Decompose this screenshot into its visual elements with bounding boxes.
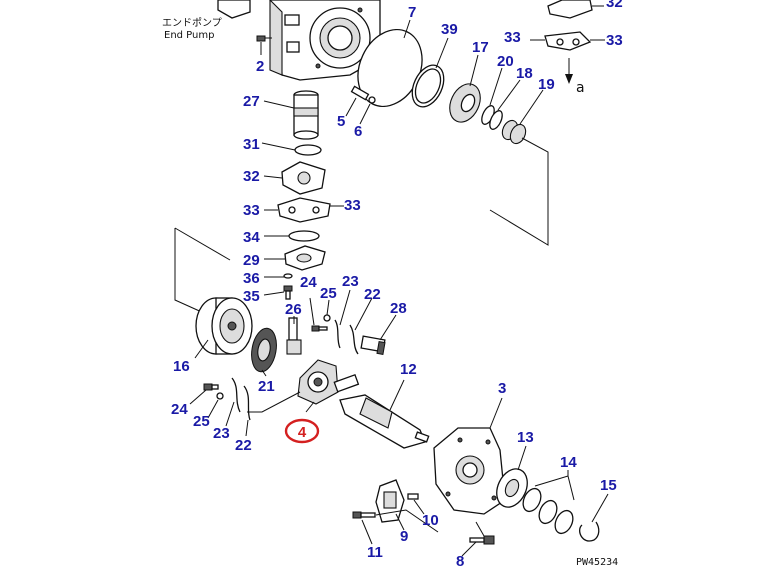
gear-plate-21 [251,327,277,373]
ring-14a [522,487,542,513]
callout-34: 34 [243,229,260,246]
callout-39: 39 [441,21,458,38]
o-ring-34 [288,230,320,242]
callout-24-upper: 24 [300,274,317,291]
bearing-13 [496,468,528,508]
callout-12: 12 [400,361,417,378]
rotor-16 [195,297,253,355]
callout-14: 14 [560,454,577,471]
flange-29 [284,245,326,271]
highlight-ring [284,418,320,444]
plate-33-mid [277,197,331,223]
clip-22-lower [243,385,251,421]
callout-15: 15 [600,477,617,494]
ring-14b [538,499,558,525]
highlight-callout-4[interactable]: 4 [284,418,320,444]
sleeve-27 [293,90,319,140]
marker-a: a [576,80,585,96]
callout-11: 11 [367,544,383,561]
callout-23-lower: 23 [213,425,230,442]
seal-19 [501,119,527,145]
callout-4: 4 [298,424,307,441]
callout-22-upper: 22 [364,286,381,303]
ring-31 [294,144,322,156]
block-9 [375,479,405,523]
callout-20: 20 [497,53,514,70]
pin-10 [407,493,419,500]
callout-28: 28 [390,300,407,317]
callout-3: 3 [498,380,506,397]
callout-33-mid-left: 33 [243,202,260,219]
stopper-28 [360,335,386,356]
callout-18: 18 [516,65,533,82]
callout-36: 36 [243,270,260,287]
callout-31: 31 [243,136,260,153]
callout-35: 35 [243,288,260,305]
callout-21: 21 [258,378,275,395]
top-left-bracket [217,0,251,19]
plate-32-top [547,0,593,19]
callout-6: 6 [354,123,362,140]
clip-23-upper [334,319,341,349]
callout-7: 7 [408,4,416,21]
pin-26 [286,317,302,355]
callout-32-top: 32 [606,0,623,11]
bolt-24-lower [203,383,213,391]
callout-25-lower: 25 [193,413,210,430]
ring-14c [554,509,574,535]
pump-housing [269,0,381,81]
callout-labels: 2 7 39 17 20 18 19 33 33 32 5 6 27 31 32… [171,0,623,570]
callout-25-upper: 25 [320,285,337,302]
bolt-2 [256,35,272,42]
clip-22-upper [349,324,359,355]
callout-2: 2 [256,58,264,75]
clip-23-lower [231,377,241,413]
callout-32: 32 [243,168,260,185]
plate-32 [281,161,326,195]
bolt-35 [283,285,293,300]
plate-33-top [544,31,592,51]
callout-29: 29 [243,252,260,269]
callout-24-lower: 24 [171,401,188,418]
callout-16: 16 [173,358,190,375]
bolt-11 [352,511,376,519]
washer-25-lower [216,392,224,400]
callout-33-mid-right: 33 [344,197,361,214]
gear-assembly-4 [297,359,360,405]
bolt-24-upper [311,325,320,332]
callout-19: 19 [538,76,555,93]
callout-33-left: 33 [504,29,521,46]
callout-17: 17 [472,39,489,56]
callout-26: 26 [285,301,302,318]
callout-33-right: 33 [606,32,623,49]
end-pump-note-en: End Pump [164,30,214,41]
callout-22-lower: 22 [235,437,252,454]
end-pump-note-jp: エンドポンプ [162,17,222,29]
shaft-12 [339,394,430,449]
pin-5-6 [350,85,376,104]
cover-plate-3 [433,427,506,515]
callout-9: 9 [400,528,408,545]
callout-5: 5 [337,113,345,130]
cover-17 [449,83,481,123]
callout-8: 8 [456,553,464,570]
snap-ring-15 [579,521,600,542]
washer-36 [283,273,293,279]
ring-18 [489,110,503,130]
callout-23-upper: 23 [342,273,359,290]
figure-code: PW45234 [576,557,618,568]
callout-10: 10 [422,512,439,529]
callout-13: 13 [517,429,534,446]
callout-27: 27 [243,93,260,110]
washer-25-upper [323,314,331,322]
bolt-8 [469,535,495,545]
